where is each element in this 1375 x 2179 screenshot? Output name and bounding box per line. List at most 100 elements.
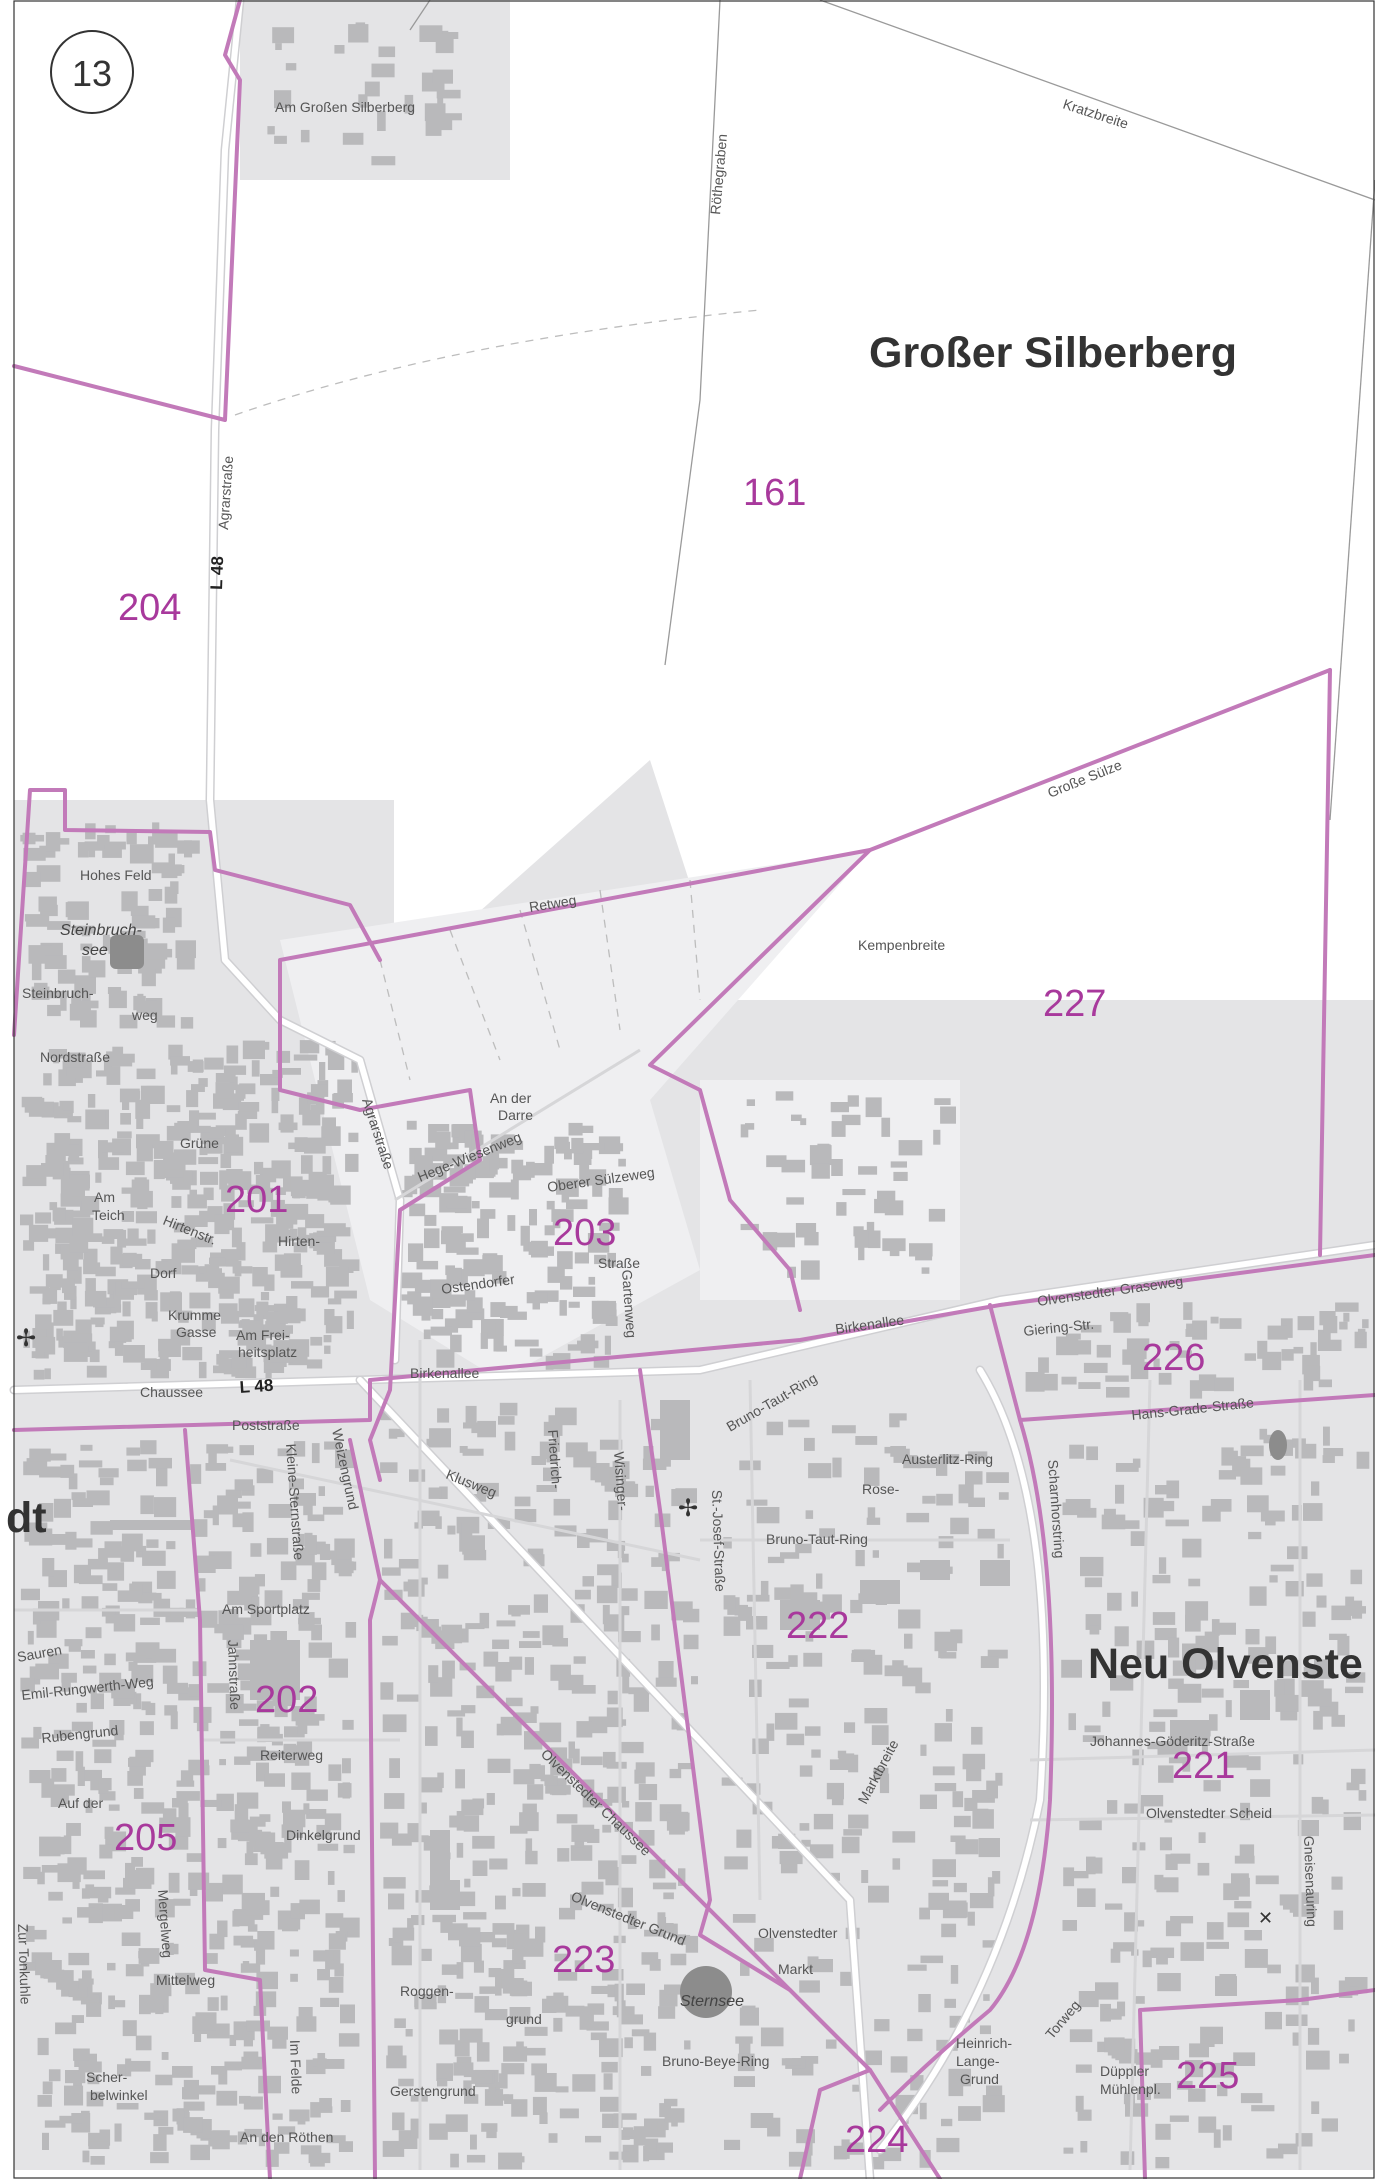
- building: [62, 1278, 75, 1294]
- building: [606, 1540, 626, 1551]
- building: [119, 1014, 138, 1029]
- building: [622, 1674, 630, 1694]
- building: [384, 1793, 405, 1809]
- building: [977, 1528, 995, 1542]
- building: [223, 1203, 236, 1220]
- building: [241, 1319, 250, 1327]
- building: [503, 1960, 526, 1969]
- building: [144, 2112, 165, 2120]
- building: [473, 1960, 484, 1973]
- label-greisenaring: Gneisenauring: [1301, 1836, 1320, 1928]
- building: [85, 1233, 103, 1242]
- label-nordstrasse: Nordstraße: [40, 1049, 110, 1065]
- building: [72, 1217, 94, 1238]
- building: [1069, 1444, 1084, 1459]
- building: [1158, 1557, 1167, 1574]
- building: [217, 1495, 238, 1515]
- building: [428, 1487, 442, 1499]
- building: [608, 1197, 629, 1215]
- building: [955, 1839, 979, 1855]
- building: [24, 1097, 40, 1113]
- building: [56, 1750, 74, 1761]
- building: [1274, 1680, 1285, 1697]
- building: [1077, 2109, 1092, 2121]
- building: [1153, 2083, 1171, 2099]
- building: [209, 1933, 225, 1950]
- building: [1278, 2143, 1298, 2155]
- building: [166, 1105, 181, 1113]
- building: [218, 1610, 227, 1626]
- building: [1196, 1323, 1205, 1339]
- building: [1156, 1877, 1179, 1893]
- building: [32, 1608, 41, 1625]
- building: [1107, 1592, 1122, 1611]
- building: [492, 1271, 507, 1284]
- building: [130, 2060, 151, 2072]
- building: [228, 1330, 247, 1337]
- building: [299, 1899, 320, 1915]
- building: [1350, 1569, 1363, 1585]
- building: [292, 1599, 309, 1610]
- building: [260, 1292, 270, 1301]
- building: [850, 1599, 863, 1614]
- building: [651, 1624, 660, 1641]
- building: [53, 1498, 71, 1518]
- building: [125, 1161, 145, 1176]
- building: [892, 1831, 916, 1843]
- building: [20, 1214, 34, 1226]
- building: [383, 1877, 406, 1889]
- building: [1158, 1372, 1172, 1385]
- building: [216, 1353, 229, 1365]
- building: [746, 1499, 768, 1506]
- building: [1244, 1353, 1256, 1361]
- building: [512, 1887, 521, 1897]
- building: [275, 43, 282, 50]
- building: [95, 1266, 116, 1277]
- building: [44, 991, 67, 999]
- building: [495, 1662, 512, 1682]
- building: [138, 1948, 160, 1964]
- building: [77, 1907, 96, 1918]
- building: [1335, 1302, 1359, 1312]
- building: [78, 1000, 99, 1009]
- building: [529, 1209, 537, 1226]
- building: [579, 1172, 604, 1186]
- building: [882, 1238, 906, 1252]
- building: [327, 1871, 335, 1885]
- building: [1133, 1996, 1145, 2004]
- building: [530, 1706, 539, 1714]
- building: [63, 1342, 88, 1362]
- building: [602, 1799, 613, 1806]
- building: [766, 1661, 790, 1669]
- building: [1323, 1448, 1344, 1457]
- building: [1197, 1862, 1210, 1876]
- building: [522, 1631, 540, 1638]
- building: [1301, 1892, 1319, 1904]
- label-wisinger: Wisinger-: [611, 1451, 631, 1511]
- building: [1103, 2008, 1122, 2020]
- building: [30, 1929, 47, 1940]
- building: [544, 1225, 555, 1236]
- building: [520, 1225, 530, 1246]
- building: [1105, 1903, 1123, 1910]
- building: [484, 2089, 504, 2106]
- building: [540, 1774, 554, 1782]
- area-name-partial-left: dt: [6, 1494, 47, 1542]
- building: [250, 1640, 300, 1700]
- building: [635, 1802, 652, 1822]
- building: [1122, 1867, 1138, 1884]
- building: [578, 1892, 587, 1906]
- building: [1281, 1349, 1294, 1361]
- building: [550, 1664, 571, 1681]
- building: [199, 1146, 208, 1156]
- building: [1131, 1591, 1138, 1607]
- building: [466, 2154, 486, 2163]
- building: [998, 1492, 1009, 1500]
- road-number-l48-south: L 48: [239, 1376, 274, 1397]
- boundary-chaussee: [12, 1378, 372, 1432]
- cross-mark-icon: ✕: [1258, 1908, 1273, 1929]
- building: [948, 2084, 964, 2097]
- building: [146, 1539, 159, 1548]
- building: [298, 1612, 315, 1631]
- building: [683, 1634, 699, 1650]
